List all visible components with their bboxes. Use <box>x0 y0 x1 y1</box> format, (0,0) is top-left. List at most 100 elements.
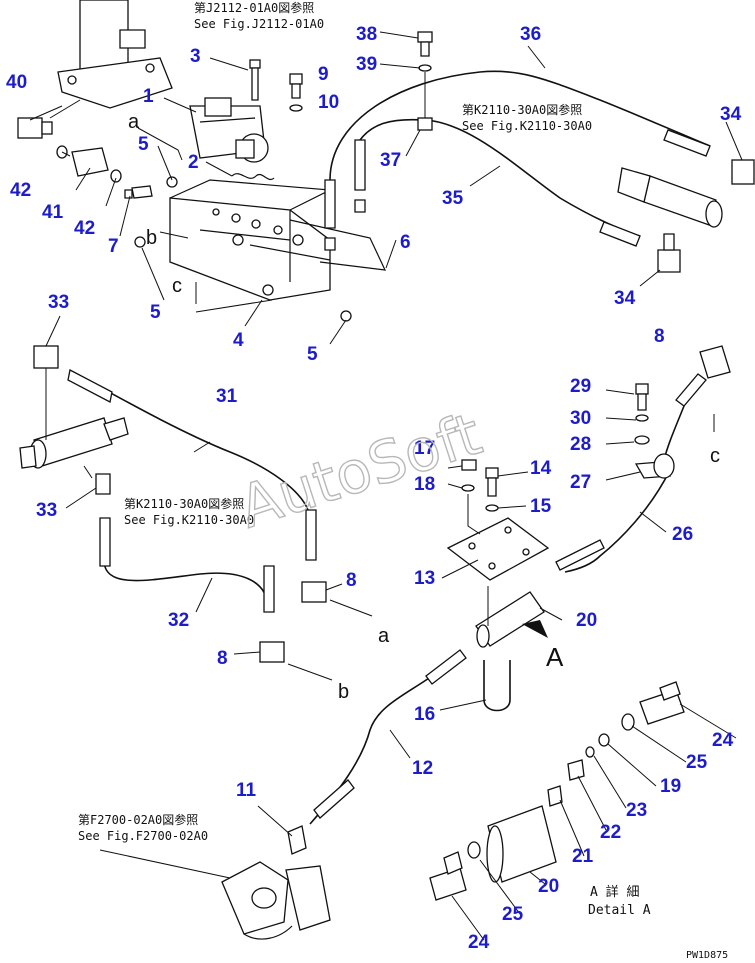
elbow-fitting-8 <box>259 581 373 681</box>
callout-5-a: 5 <box>138 134 149 155</box>
ref-k2110-mid-en: See Fig.K2110-30A0 <box>124 513 254 527</box>
bolt-29 <box>634 383 650 445</box>
solenoid-valve-1 <box>189 97 269 163</box>
callout-28: 28 <box>570 434 591 455</box>
callout-30: 30 <box>570 408 591 429</box>
hose-26 <box>564 469 671 573</box>
callout-32: 32 <box>168 610 189 631</box>
hose-35 <box>359 118 641 237</box>
callout-17: 17 <box>414 438 435 459</box>
ref-k2110-mid-jp: 第K2110-30A0図参照 <box>124 496 244 511</box>
callout-25-right: 25 <box>686 752 708 773</box>
fitting-7 <box>124 185 153 199</box>
hose-32 <box>103 559 269 607</box>
callout-21: 21 <box>572 846 594 867</box>
u-bolt-16 <box>483 660 511 712</box>
callout-20-mid: 20 <box>576 610 597 631</box>
bracket-27 <box>634 453 675 479</box>
figure-code: PW1D875 <box>686 950 728 961</box>
callout-8-low: 8 <box>217 648 228 669</box>
callout-34-bottom: 34 <box>614 288 636 309</box>
callout-14: 14 <box>530 458 552 479</box>
callout-39: 39 <box>356 54 377 75</box>
letter-b-top: b <box>146 227 157 249</box>
detail-caption-en: Detail A <box>588 903 651 918</box>
callout-40: 40 <box>6 72 27 93</box>
tee-37 <box>417 117 433 131</box>
bolt-3 <box>249 59 261 101</box>
ref-f2700-en: See Fig.F2700-02A0 <box>78 829 208 843</box>
callout-8-top: 8 <box>654 326 665 347</box>
mount-plate-13 <box>446 517 550 581</box>
ref-f2700-jp: 第F2700-02A0図参照 <box>78 812 198 827</box>
callout-27: 27 <box>570 472 591 493</box>
arrow-A <box>522 620 548 638</box>
leader-lines <box>29 31 743 941</box>
bolt-9 <box>289 73 303 112</box>
elbow-fitting-40 <box>17 99 81 139</box>
spring-2 <box>231 173 275 180</box>
callout-5-c: 5 <box>307 344 318 365</box>
callout-5-b: 5 <box>150 302 161 323</box>
ref-j2112-en: See Fig.J2112-01A0 <box>194 17 324 31</box>
callout-22: 22 <box>600 822 621 843</box>
cylinder-mid-left <box>19 417 129 469</box>
bolt-14 <box>485 467 499 512</box>
fitting-11 <box>287 825 307 855</box>
callout-16: 16 <box>414 704 435 725</box>
coupling-41 <box>56 145 122 183</box>
ref-j2112-jp: 第J2112-01A0図参照 <box>194 0 314 15</box>
callout-36: 36 <box>520 24 541 45</box>
callout-4: 4 <box>233 330 244 351</box>
callout-42-left: 42 <box>10 180 31 201</box>
letter-c-top: c <box>172 275 182 297</box>
callout-41: 41 <box>42 202 64 223</box>
callout-12: 12 <box>412 758 433 779</box>
callout-11: 11 <box>236 780 257 801</box>
plate-6 <box>289 219 387 271</box>
pump-lower <box>221 861 331 940</box>
callout-7: 7 <box>108 236 119 257</box>
hose-31 <box>75 373 309 511</box>
callout-31: 31 <box>216 386 238 407</box>
bolt-38 <box>417 31 433 118</box>
callout-42-right: 42 <box>74 218 95 239</box>
callout-9: 9 <box>318 64 329 85</box>
callout-6: 6 <box>400 232 411 253</box>
callout-23: 23 <box>626 800 647 821</box>
letter-A-detail: A <box>546 642 564 672</box>
callout-15: 15 <box>530 496 552 517</box>
hose-36 <box>329 70 711 181</box>
hose-fittings-top <box>324 139 366 251</box>
callout-33-bottom: 33 <box>36 500 57 521</box>
callout-numbers: 1 2 3 4 5 5 5 5 6 7 8 8 8 9 10 11 12 13 … <box>6 24 742 953</box>
callout-25-left: 25 <box>502 904 524 925</box>
reference-letters: a b c c a b A <box>128 111 720 703</box>
plug-5 <box>134 176 352 322</box>
callout-18: 18 <box>414 474 435 495</box>
callout-35: 35 <box>442 188 464 209</box>
detail-caption-jp: A 詳 細 <box>590 884 639 900</box>
cylinder-top-right <box>599 159 755 247</box>
callout-34-top: 34 <box>720 104 742 125</box>
reference-notes: 第J2112-01A0図参照 See Fig.J2112-01A0 第K2110… <box>78 0 592 843</box>
detail-A-parts <box>429 681 685 901</box>
letter-a-mid: a <box>378 625 390 647</box>
callout-13: 13 <box>414 568 435 589</box>
elbow-fitting-34 <box>657 233 681 273</box>
callout-24-left: 24 <box>468 932 490 953</box>
arrow-a <box>137 127 183 161</box>
callout-3: 3 <box>190 46 201 67</box>
elbow-fitting-8-top <box>663 345 731 461</box>
callout-33-top: 33 <box>48 292 69 313</box>
hose-end-36 <box>663 129 711 157</box>
callout-29: 29 <box>570 376 591 397</box>
watermark: AutoSoft <box>231 400 489 542</box>
letter-b-mid: b <box>338 681 349 703</box>
manifold-block-4 <box>169 179 333 301</box>
callout-1: 1 <box>143 86 154 107</box>
callout-19: 19 <box>660 776 681 797</box>
callout-20-detail: 20 <box>538 876 559 897</box>
letter-c-right: c <box>710 445 720 467</box>
